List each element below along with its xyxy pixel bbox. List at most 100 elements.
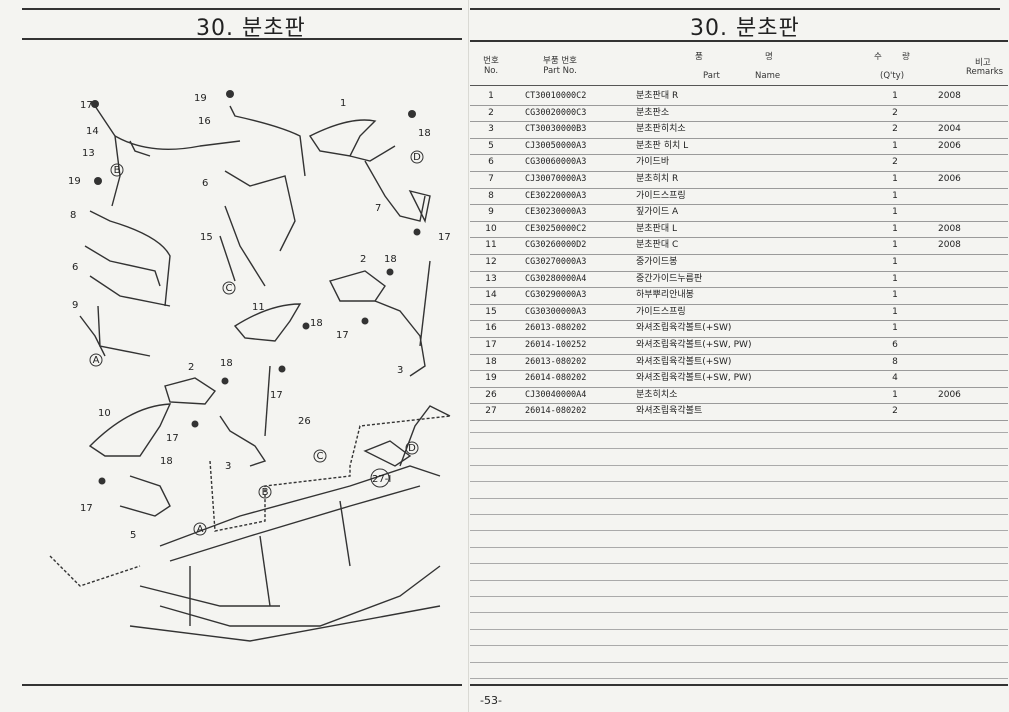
right-title-rule: [470, 40, 1008, 42]
page-gutter: [468, 0, 469, 712]
row-quantity: 1: [892, 323, 898, 334]
row-part-name: 와셔조립육각볼트(+SW): [636, 356, 732, 367]
header-remarks-ko: 비고: [975, 58, 991, 68]
header-rule: [470, 85, 1008, 86]
row-quantity: 2: [892, 157, 898, 168]
label-2a: 2: [360, 254, 366, 265]
row-part-number: CE30230000A3: [525, 207, 587, 218]
row-quantity: 1: [892, 389, 898, 400]
row-number: 14: [485, 290, 497, 301]
label-6b: 6: [72, 262, 78, 273]
label-18c: 18: [310, 318, 323, 329]
row-quantity: 1: [892, 140, 898, 151]
header-no-en: No.: [483, 66, 499, 76]
label-1: 1: [340, 98, 346, 109]
row-part-name: 분초판대 C: [636, 240, 679, 251]
row-quantity: 1: [892, 207, 898, 218]
row-remarks: 2004: [938, 124, 961, 135]
guide-rod-shape: [94, 105, 121, 207]
row-number: 18: [485, 356, 497, 367]
row-part-name: 와셔조립육각볼트(+SW, PW): [636, 340, 752, 350]
row-part-name: 분초판히치소: [636, 124, 686, 135]
row-quantity: 2: [892, 124, 898, 135]
row-number: 16: [485, 323, 497, 334]
parts-exploded-diagram: 17 19 1 14 16 18 13 19 6 7 8 17 15 2 18 …: [49, 90, 451, 642]
blank-line: [470, 530, 1008, 532]
row-part-name: 중가이드봉: [636, 257, 678, 267]
blank-line: [470, 678, 1008, 679]
row-part-number: CG30300000A3: [525, 306, 587, 317]
row-part-name: 분초판대 L: [636, 223, 677, 234]
row-number: 15: [485, 306, 497, 317]
label-17a: 17: [438, 232, 451, 243]
blank-line: [470, 464, 1008, 466]
ref-d2: D: [408, 443, 416, 454]
row-quantity: 2: [892, 406, 898, 417]
row-quantity: 2: [892, 107, 898, 118]
row-number: 26: [485, 389, 497, 400]
row-remarks: 2008: [938, 91, 961, 101]
label-17b: 17: [336, 330, 349, 341]
ref-a1: A: [93, 355, 100, 366]
row-part-name: 분초히치소: [636, 389, 678, 400]
page-number: -53-: [480, 694, 502, 707]
label-19a: 19: [194, 93, 207, 104]
label-9: 9: [72, 300, 78, 311]
header-name-en-b: Name: [755, 71, 781, 81]
blank-line: [470, 481, 1008, 483]
blank-line: [470, 645, 1008, 647]
label-19b: 19: [68, 176, 81, 187]
left-title-rule: [22, 38, 462, 40]
row-quantity: 1: [892, 91, 898, 101]
table-row: 16 26013-080202 와셔조립육각볼트(+SW) 1: [470, 320, 1008, 338]
label-17d: 17: [166, 433, 179, 444]
ref-d1: D: [413, 152, 421, 163]
row-part-number: 26014-100252: [525, 340, 587, 350]
blank-line: [470, 448, 1008, 450]
row-part-number: CG30060000A3: [525, 157, 587, 168]
ref-b1: B: [114, 165, 121, 176]
label-26: 26: [298, 416, 311, 427]
row-quantity: 1: [892, 306, 898, 317]
row-part-number: CG30290000A3: [525, 290, 587, 301]
row-number: 11: [485, 240, 497, 251]
header-qty-ko-a: 수: [874, 52, 882, 62]
blank-line: [470, 563, 1008, 565]
ref-c1: C: [226, 283, 233, 294]
row-part-number: CG30280000A4: [525, 273, 587, 284]
blank-line: [470, 514, 1008, 515]
right-bottom-rule: [470, 684, 1008, 686]
label-18b: 18: [384, 254, 397, 265]
row-part-name: 가이드스프링: [636, 306, 686, 317]
row-part-number: CE30220000A3: [525, 190, 587, 201]
label-2b: 2: [188, 362, 194, 373]
row-number: 3: [488, 124, 494, 135]
row-remarks: 2008: [938, 223, 961, 234]
row-part-number: CT30010000C2: [525, 91, 587, 101]
label-17e: 17: [80, 503, 93, 514]
row-part-name: 와셔조립육각볼트(+SW): [636, 323, 732, 334]
row-part-number: CG30020000C3: [525, 107, 587, 118]
label-3a: 3: [397, 365, 403, 376]
row-part-number: 26014-080202: [525, 373, 587, 384]
row-part-number: 26013-080202: [525, 323, 587, 334]
label-15: 16: [198, 116, 211, 127]
row-quantity: 1: [892, 223, 898, 234]
row-quantity: 1: [892, 240, 898, 251]
left-bottom-rule: [22, 684, 462, 686]
row-part-name: 분초판 히치 L: [636, 140, 689, 151]
row-part-name: 짚가이드 A: [636, 207, 679, 218]
blank-line: [470, 612, 1008, 614]
label-7: 7: [375, 203, 381, 214]
header-name-en-a: Part: [703, 71, 720, 81]
ref-c2: C: [317, 451, 324, 462]
label-11: 11: [252, 302, 265, 313]
label-18a: 18: [418, 128, 431, 139]
blank-line: [470, 432, 1008, 433]
label-14: 15: [200, 232, 213, 243]
